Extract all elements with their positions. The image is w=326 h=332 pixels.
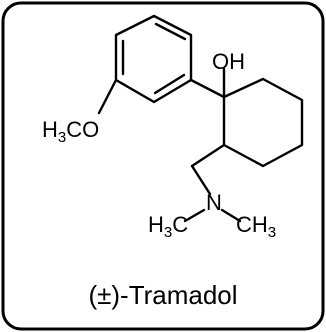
methylene-bond [190,143,226,168]
methoxy-bond [97,78,118,115]
methoxy-label: H3CO [42,117,99,146]
hydroxyl-label: OH [212,49,245,74]
aryl-carbon-bond [189,78,226,99]
nitrogen-methyl-left-bond [183,208,206,223]
compound-name-caption: (±)-Tramadol [88,280,237,310]
benzene-ring [114,14,193,104]
nitrogen-methyl-right-bond [220,208,242,223]
methylene-nitrogen-bond [190,164,212,196]
methyl-right-label: CH3 [236,212,276,241]
nitrogen-label: N [206,190,222,215]
methyl-left-label: H3C [148,212,188,241]
